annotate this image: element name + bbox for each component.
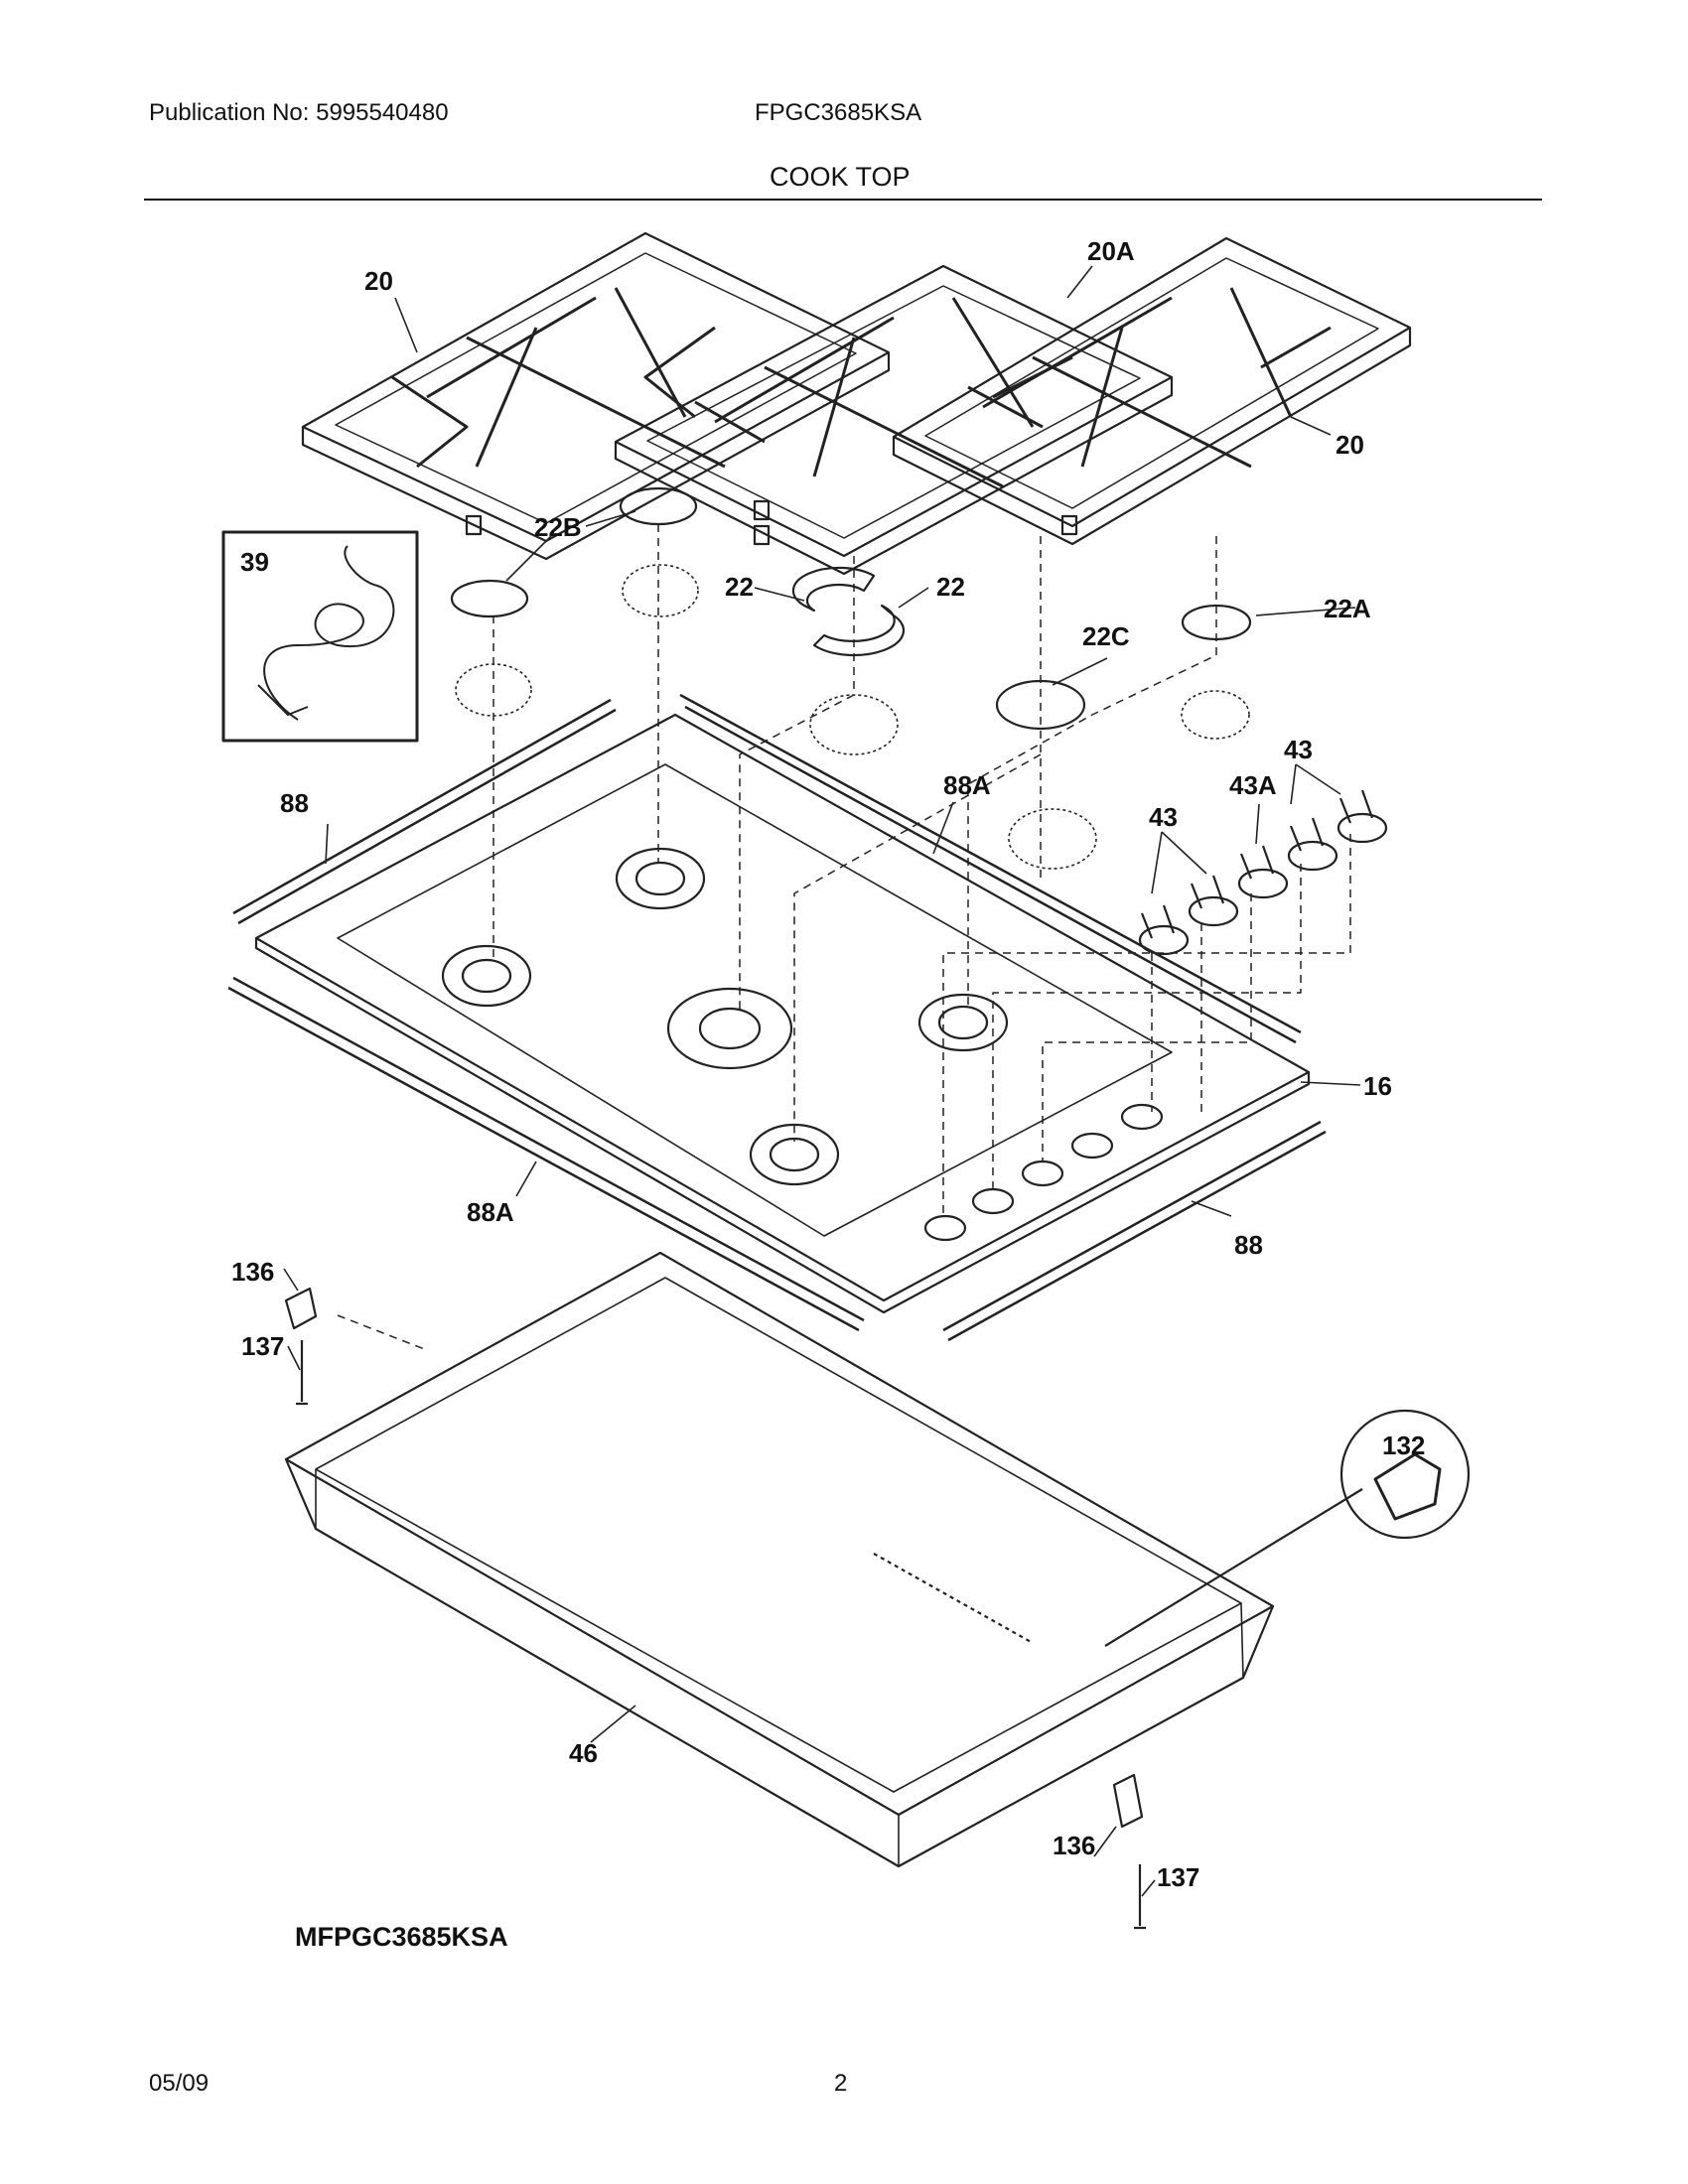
callout-46: 46: [569, 1738, 598, 1768]
callout-20-right: 20: [1336, 430, 1364, 460]
grate-left: [301, 231, 891, 561]
callout-88A-upper: 88A: [943, 770, 991, 800]
callout-43-lower: 43: [1149, 802, 1178, 832]
brackets-screws: [284, 1287, 1146, 1930]
callout-22-left: 22: [725, 572, 754, 602]
callout-88-lower: 88: [1234, 1230, 1263, 1260]
callout-22-right: 22: [936, 572, 965, 602]
publication-number: Publication No: 5995540480: [149, 99, 449, 126]
callout-137-lower: 137: [1157, 1862, 1199, 1892]
callout-22C: 22C: [1082, 621, 1130, 651]
callout-16: 16: [1363, 1071, 1392, 1101]
assembly-lines: [337, 524, 1351, 1351]
callout-88A-lower: 88A: [467, 1197, 514, 1227]
burner-box: [284, 1251, 1275, 1868]
callout-43-upper: 43: [1284, 735, 1313, 764]
callout-labels: 20 20A 20 22B 39 22 22 22A 22C 43 43A 43…: [231, 236, 1425, 1952]
switch-detail: [1104, 1409, 1471, 1647]
callout-43A: 43A: [1229, 770, 1277, 800]
callout-22A: 22A: [1324, 594, 1371, 623]
callout-136-lower: 136: [1053, 1831, 1095, 1860]
gasket-strips: [227, 693, 1327, 1342]
burner-heads: [455, 564, 1250, 870]
diagram-caption: MFPGC3685KSA: [295, 1922, 508, 1952]
callout-22B: 22B: [534, 512, 582, 542]
leader-lines: [283, 265, 1361, 1897]
power-cord-inset: [221, 530, 419, 743]
callout-137-upper: 137: [241, 1331, 284, 1361]
footer-page-number: 2: [834, 2070, 848, 2097]
control-knobs: [1138, 789, 1388, 956]
header-rule: [144, 199, 1542, 201]
callout-136-upper: 136: [231, 1257, 274, 1287]
callout-39: 39: [240, 547, 269, 577]
callout-132: 132: [1382, 1431, 1425, 1460]
cooktop-panel: [254, 713, 1311, 1314]
grate-right: [892, 236, 1412, 546]
callout-20A: 20A: [1087, 236, 1135, 266]
grate-center: [614, 264, 1174, 576]
section-title: COOK TOP: [770, 162, 911, 192]
footer-date: 05/09: [149, 2070, 210, 2097]
callout-88-upper: 88: [280, 788, 309, 818]
model-number: FPGC3685KSA: [755, 99, 922, 126]
callout-20-left: 20: [364, 266, 393, 296]
